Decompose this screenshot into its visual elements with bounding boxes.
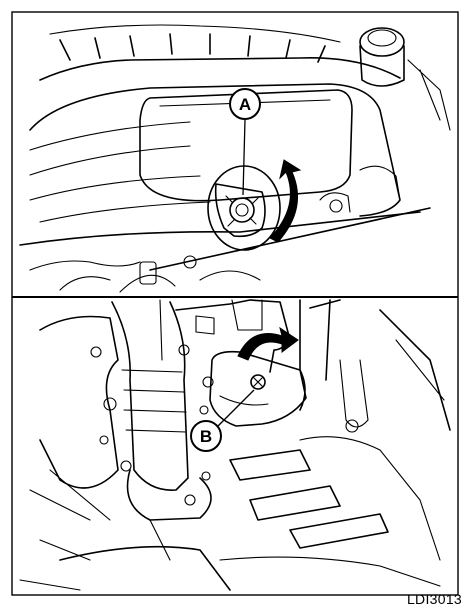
rotate-arrow-lower: [238, 328, 298, 360]
callout-b-label: B: [200, 427, 212, 446]
leader-line-a: [243, 120, 245, 195]
reservoir-cap: [360, 28, 404, 56]
figure-code: LDI3013: [407, 591, 462, 607]
callout-a-label: A: [239, 95, 251, 114]
lower-panel-underside: B: [20, 300, 450, 590]
upper-panel-engine-bay: A: [20, 25, 450, 292]
